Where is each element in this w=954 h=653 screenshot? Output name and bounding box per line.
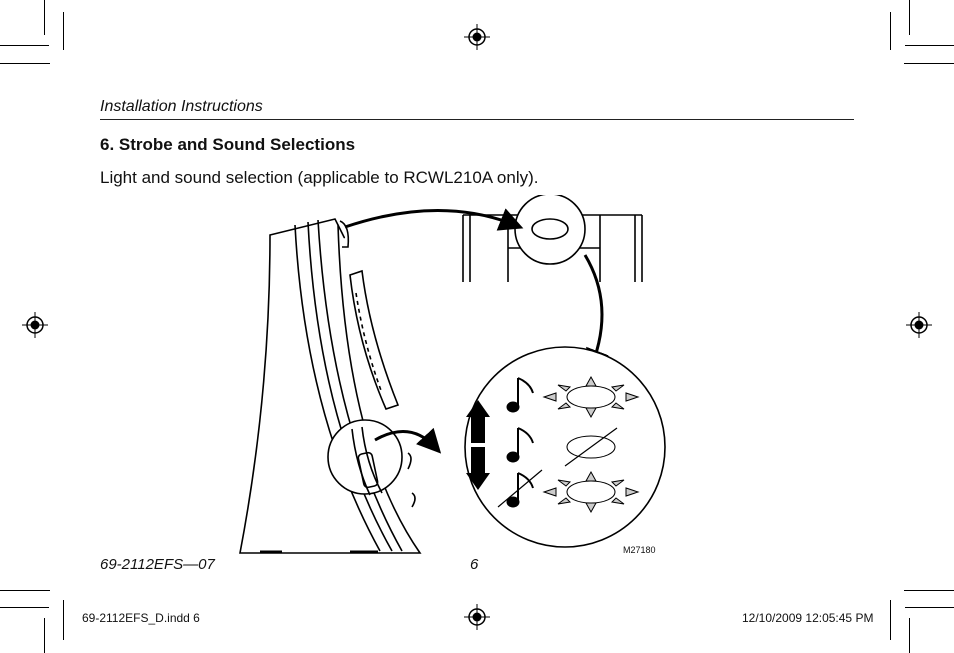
strobe-light-icon <box>542 470 640 514</box>
crop-mark <box>0 45 49 46</box>
crop-mark <box>890 12 891 50</box>
intro-text: Light and sound selection (applicable to… <box>100 168 539 187</box>
slug-file: 69-2112EFS_D.indd 6 <box>82 611 200 625</box>
registration-mark-icon <box>464 604 490 630</box>
registration-mark-icon <box>906 312 932 338</box>
crop-mark <box>0 607 49 608</box>
crop-mark <box>904 590 954 591</box>
light-off-icon <box>564 427 618 467</box>
top-view-detail <box>462 195 643 282</box>
crop-mark <box>44 0 45 35</box>
selection-detail <box>464 346 666 548</box>
crop-mark <box>63 12 64 50</box>
slug-timestamp: 12/10/2009 12:05:45 PM <box>742 611 874 625</box>
section-title: 6. Strobe and Sound Selections <box>100 135 356 154</box>
header-rule <box>100 119 854 120</box>
arrow-icon <box>344 208 524 231</box>
registration-mark-icon <box>22 312 48 338</box>
crop-mark <box>905 607 954 608</box>
figure-code: M27180 <box>623 545 656 555</box>
device-side-view <box>239 218 422 554</box>
crop-mark <box>909 0 910 35</box>
music-note-icon <box>506 377 534 413</box>
crop-mark <box>63 600 64 640</box>
switch-detail <box>327 419 403 496</box>
page-number: 6 <box>470 556 479 573</box>
crop-mark <box>904 63 954 64</box>
crop-mark <box>44 618 45 653</box>
crop-mark <box>0 63 50 64</box>
running-head: Installation Instructions <box>100 98 263 115</box>
crop-mark <box>0 590 50 591</box>
crop-mark <box>905 45 954 46</box>
sound-off-icon <box>497 469 543 508</box>
device-illustration <box>239 195 666 554</box>
crop-mark <box>909 618 910 653</box>
document-code: 69-2112EFS—07 <box>100 556 215 573</box>
arrow-icon <box>374 427 442 454</box>
music-note-icon <box>506 427 534 463</box>
double-arrow-icon <box>466 400 490 490</box>
crop-mark <box>890 600 891 640</box>
registration-mark-icon <box>464 24 490 50</box>
strobe-light-icon <box>542 375 640 419</box>
